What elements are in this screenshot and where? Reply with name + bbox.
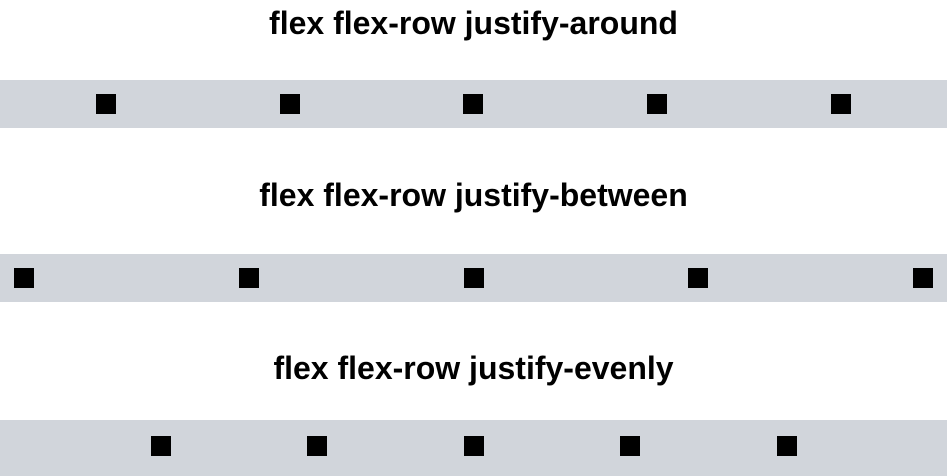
section-justify-around: flex flex-row justify-around (0, 0, 947, 128)
flex-item-square (463, 436, 484, 456)
section-justify-between: flex flex-row justify-between (0, 172, 947, 302)
flex-item-square (776, 436, 797, 456)
flex-item-square (463, 268, 484, 288)
flex-item-square (238, 268, 259, 288)
flex-item-square (913, 268, 933, 288)
flex-item-square (688, 268, 709, 288)
flex-item-square (307, 436, 327, 456)
section-title-justify-around: flex flex-row justify-around (269, 5, 678, 41)
flex-demo-bar-between (0, 254, 947, 302)
flex-item-square (647, 94, 668, 114)
flex-item-square (279, 94, 300, 114)
section-title-justify-between: flex flex-row justify-between (259, 177, 688, 213)
flex-item-square (831, 94, 852, 114)
flex-item-square (150, 436, 171, 456)
flex-item-square (463, 94, 484, 114)
flex-item-square (14, 268, 34, 288)
section-title-justify-evenly: flex flex-row justify-evenly (273, 350, 674, 386)
section-justify-evenly: flex flex-row justify-evenly (0, 345, 947, 476)
flex-demo-bar-evenly (0, 420, 947, 476)
flex-item-square (620, 436, 640, 456)
flex-item-square (95, 94, 116, 114)
flex-demo-bar-around (0, 80, 947, 128)
